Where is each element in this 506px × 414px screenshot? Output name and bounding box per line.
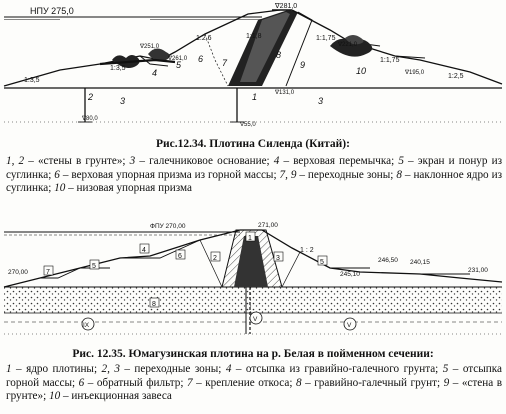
slope-label-7: 1:2,5 bbox=[448, 73, 464, 80]
legend-item: 9 – «стена в грунте»; bbox=[6, 376, 502, 403]
legend-item: 6 – обратный фильтр; bbox=[78, 376, 188, 389]
fpu-level-label: ФПУ 270,00 bbox=[150, 223, 186, 230]
legend-item: 8 – гравийно-галечный грунт; bbox=[296, 376, 444, 389]
legend-item: 1 – ядро плотины; bbox=[6, 363, 102, 375]
downstream-toe-elevation-label: ∇195,0 bbox=[404, 69, 425, 76]
slope-label-6: 1:1,75 bbox=[380, 57, 400, 64]
core-toe-elevation-label: ∇131,0 bbox=[274, 89, 295, 96]
legend-item: 5 – отсыпка горной массы; bbox=[6, 363, 502, 389]
zone-label-7: 7 bbox=[46, 269, 50, 276]
upstream-berm-elevation-label: ∇251,0 bbox=[139, 43, 160, 50]
legend-item: 2, 3 – переходные зоны; bbox=[101, 363, 226, 375]
zone-label-9: IX bbox=[83, 322, 90, 329]
legend-item: 4 – отсыпка из гравийно-галечного грунта… bbox=[225, 363, 443, 375]
legend-item: 7 – крепление откоса; bbox=[187, 376, 296, 389]
zone-label-1: 1 bbox=[248, 235, 252, 242]
zone-label-3: 3 bbox=[276, 255, 280, 262]
legend-item: 1, 2 – «стены в грунте»; bbox=[6, 155, 130, 167]
figure-12-34-legend: 1, 2 – «стены в грунте»; 3 – галечниково… bbox=[6, 155, 502, 196]
zone-label-3b: 3 bbox=[318, 96, 323, 106]
right-elevation-label: 231,00 bbox=[468, 267, 488, 274]
slope-label-2: 1:3,5 bbox=[110, 65, 126, 72]
slope-label-1: 1:3,5 bbox=[24, 77, 40, 84]
zone-label-2: 2 bbox=[87, 92, 93, 102]
zone-label-3a: 3 bbox=[120, 96, 125, 106]
crest-elevation-label: ∇281,0 bbox=[274, 2, 297, 10]
zone-label-4: 4 bbox=[142, 247, 146, 254]
zone-label-7: 7 bbox=[222, 58, 228, 68]
zone-label-6: 6 bbox=[178, 253, 182, 260]
zone-label-6: 6 bbox=[198, 54, 203, 64]
legend-item: 10 – низовая упорная призма bbox=[54, 182, 192, 194]
zone-label-9: 9 bbox=[300, 60, 305, 70]
zone-label-5: 5 bbox=[176, 60, 182, 70]
zone-label-8: 8 bbox=[276, 50, 281, 60]
legend-item: 5 – экран и понур из суглинка; bbox=[6, 155, 503, 181]
zone-label-2: 2 bbox=[213, 255, 217, 262]
downstream-elevation-label-2: 240,15 bbox=[410, 259, 430, 266]
downstream-berm-elevation-label: ∇221,0 bbox=[337, 41, 358, 48]
zone-label-v: V bbox=[347, 322, 352, 329]
figure-12-35-title: Рис. 12.35. Юмагузинская плотина на р. Б… bbox=[72, 348, 434, 360]
zone-label-5b: 5 bbox=[320, 259, 324, 266]
figure-12-34-drawing: НПУ 275,0 ∇281,0 ∇251,0 ∇261,0 ∇221,0 ∇1… bbox=[3, 2, 503, 128]
left-elevation-label: 270,00 bbox=[8, 269, 28, 276]
zone-label-8: 8 bbox=[152, 301, 156, 308]
figure-12-34-title: Рис.12.34. Плотина Силенда (Китай): bbox=[156, 138, 350, 150]
npu-level-label: НПУ 275,0 bbox=[30, 6, 74, 16]
slope-label: 1 : 2 bbox=[300, 247, 314, 254]
mid-elevation-label: 246,50 bbox=[378, 257, 398, 264]
slope-label-4: 1:1,8 bbox=[246, 33, 262, 40]
downstream-elevation-label-1: 245,10 bbox=[340, 271, 360, 278]
slope-label-3: 1:2,6 bbox=[196, 35, 212, 42]
legend-item: 6 – верховая упорная призма из горной ма… bbox=[54, 168, 280, 181]
legend-item: 10 – инъекционная завеса bbox=[48, 390, 172, 402]
crest-elevation-label: 271,00 bbox=[258, 222, 278, 229]
figure-12-35-drawing: ФПУ 270,00 271,00 270,00 246,50 245,10 2… bbox=[3, 222, 503, 335]
legend-item: 4 – верховая перемычка; bbox=[273, 155, 399, 167]
coffer-elevation-label: ∇261,0 bbox=[167, 55, 188, 62]
base-left-elevation-label: ∇80,0 bbox=[81, 115, 98, 122]
zone-label-10: V bbox=[253, 316, 258, 323]
slope-label-5: 1:1,75 bbox=[316, 35, 336, 42]
legend-item: 8 – наклонное ядро из суглинка; bbox=[6, 168, 503, 195]
zone-label-10: 10 bbox=[356, 66, 366, 76]
figure-12-35-legend: 1 – ядро плотины; 2, 3 – переходные зоны… bbox=[6, 363, 502, 404]
base-right-elevation-label: ∇55,0 bbox=[239, 121, 256, 128]
legend-item: 3 – галечниковое основание; bbox=[129, 155, 274, 167]
zone-label-4: 4 bbox=[152, 68, 157, 78]
legend-item: 7, 9 – переходные зоны; bbox=[279, 168, 397, 181]
zone-label-1: 1 bbox=[252, 92, 257, 102]
zone-label-5a: 5 bbox=[92, 263, 96, 270]
